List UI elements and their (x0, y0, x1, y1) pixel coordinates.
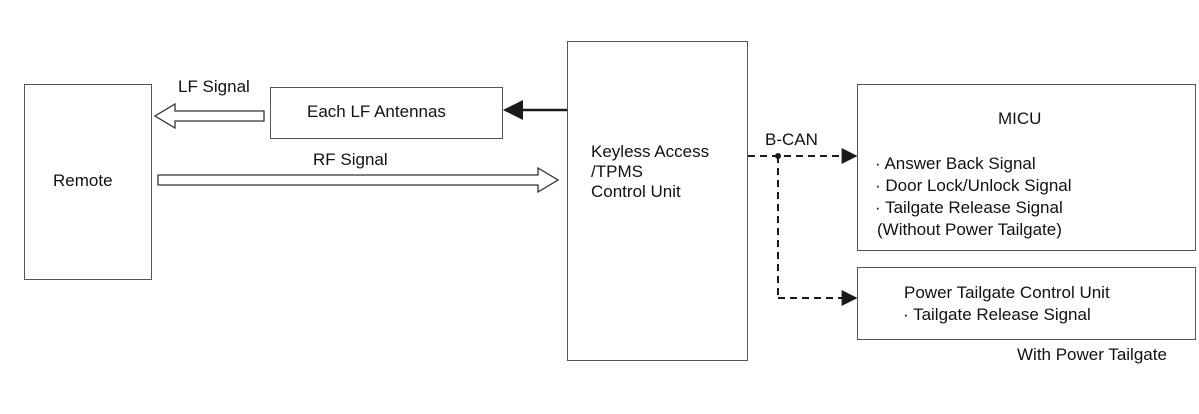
power-tailgate-caption: With Power Tailgate (1017, 345, 1167, 364)
lf-antennas-label: Each LF Antennas (307, 102, 446, 121)
control-unit-box: Keyless Access /TPMS Control Unit (567, 41, 748, 361)
lf-signal-arrow (153, 102, 265, 130)
power-tailgate-title: Power Tailgate Control Unit (904, 283, 1110, 302)
control-unit-line3: Control Unit (591, 182, 681, 201)
power-tailgate-item-release: · Tailgate Release Signal (903, 305, 1091, 324)
micu-box: MICU · Answer Back Signal · Door Lock/Un… (857, 84, 1196, 251)
rf-signal-label: RF Signal (313, 150, 388, 169)
lf-antennas-box: Each LF Antennas (270, 87, 503, 139)
control-unit-line1: Keyless Access (591, 142, 710, 161)
remote-label: Remote (53, 171, 113, 190)
micu-item-answer-back: · Answer Back Signal (875, 154, 1036, 173)
rf-signal-arrow (157, 166, 560, 194)
control-unit-line2: /TPMS (591, 162, 643, 181)
micu-note: (Without Power Tailgate) (877, 220, 1062, 239)
remote-box: Remote (24, 84, 152, 280)
lf-signal-label: LF Signal (178, 77, 250, 96)
micu-title: MICU (998, 109, 1042, 128)
micu-item-tailgate-release: · Tailgate Release Signal (875, 198, 1063, 217)
power-tailgate-box: Power Tailgate Control Unit · Tailgate R… (857, 267, 1196, 340)
micu-item-door-lock: · Door Lock/Unlock Signal (875, 176, 1072, 195)
bcan-label: B-CAN (765, 130, 818, 149)
